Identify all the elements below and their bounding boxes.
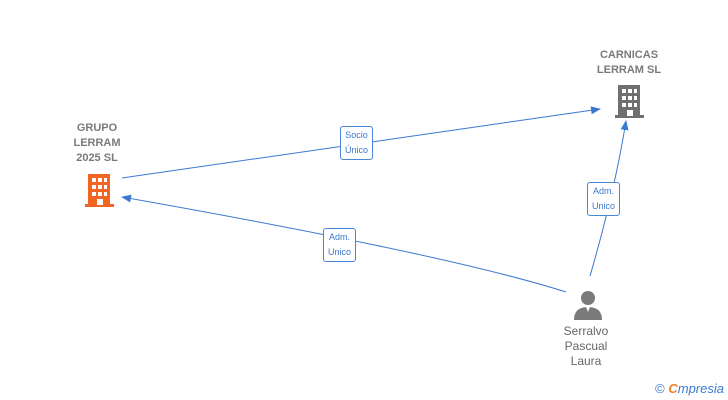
edge-label-line: Unico xyxy=(592,201,616,211)
node-label-line: CARNICAS xyxy=(599,49,659,61)
edge-label-line: Socio xyxy=(345,130,368,140)
node-label-line: LERRAM SL xyxy=(596,64,662,76)
building-icon[interactable] xyxy=(84,173,116,207)
node-label-line: 2025 SL xyxy=(76,152,118,164)
edge-label-adm-grupo[interactable]: Adm. Unico xyxy=(323,228,357,262)
copyright-symbol: © xyxy=(655,381,665,396)
node-label-carnicas-lerram: CARNICAS LERRAM SL xyxy=(583,48,675,78)
edge-label-line: Adm. xyxy=(593,186,615,196)
edge-label-line: Unico xyxy=(328,247,352,257)
edge-label-socio-unico[interactable]: Socio Único xyxy=(340,126,374,160)
node-label-grupo-lerram: GRUPO LERRAM 2025 SL xyxy=(57,121,137,166)
edge-adm-grupo xyxy=(121,194,567,293)
edge-label-line: Único xyxy=(345,145,369,155)
node-label-line: Pascual xyxy=(564,339,608,353)
node-label-line: Laura xyxy=(570,354,602,368)
node-label-line: Serralvo xyxy=(563,324,609,338)
edge-label-adm-carnicas[interactable]: Adm. Unico xyxy=(587,182,621,216)
node-label-line: GRUPO xyxy=(76,122,118,134)
node-label-line: LERRAM xyxy=(73,137,121,149)
person-icon[interactable] xyxy=(573,290,603,320)
building-icon[interactable] xyxy=(614,84,646,118)
empresia-watermark: © Cmpresia xyxy=(655,381,724,396)
edge-label-line: Adm. xyxy=(329,232,351,242)
brand-name: mpresia xyxy=(677,381,724,396)
brand-initial: C xyxy=(668,381,678,396)
node-label-person: Serralvo Pascual Laura xyxy=(545,324,627,369)
